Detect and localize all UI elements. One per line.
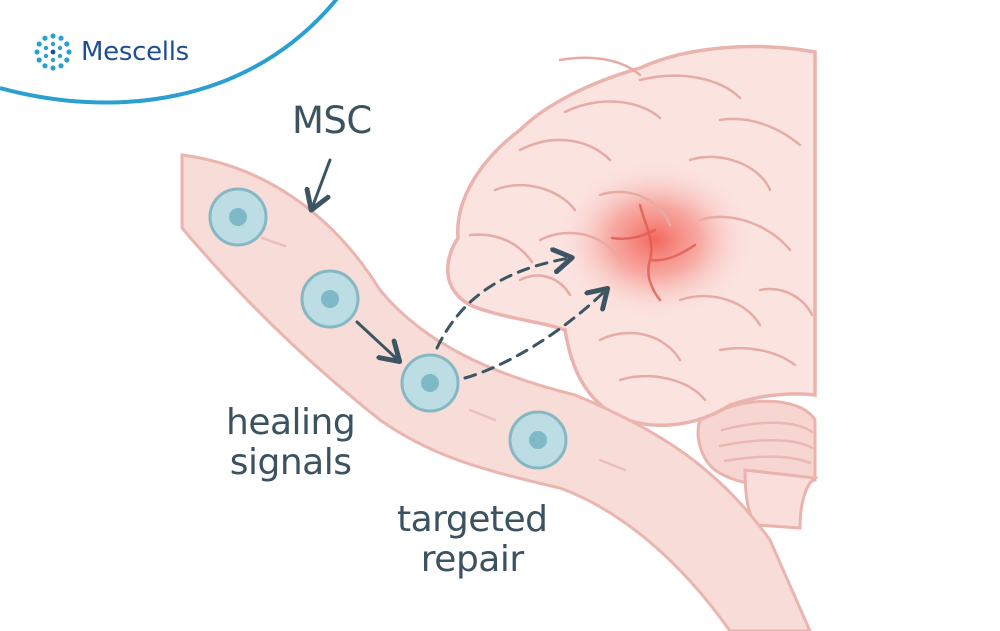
msc-label: MSC (292, 101, 372, 141)
targeted-repair-line: targeted (397, 500, 547, 540)
msc-pointer-arrow (312, 160, 330, 208)
targeted-repair-line: repair (397, 540, 547, 580)
brand-logo: Mescells (33, 30, 189, 74)
msc-cell (510, 412, 566, 468)
healing-signals-label: healing signals (226, 403, 355, 483)
injury-glow (555, 160, 755, 320)
msc-cell (210, 189, 266, 245)
cell-cluster-icon (33, 32, 73, 72)
healing-signals-line: healing (226, 403, 355, 443)
targeted-repair-label: targeted repair (397, 500, 547, 580)
healing-signals-line: signals (226, 443, 355, 483)
brand-name: Mescells (81, 37, 189, 67)
msc-cell (402, 355, 458, 411)
msc-cell (302, 271, 358, 327)
